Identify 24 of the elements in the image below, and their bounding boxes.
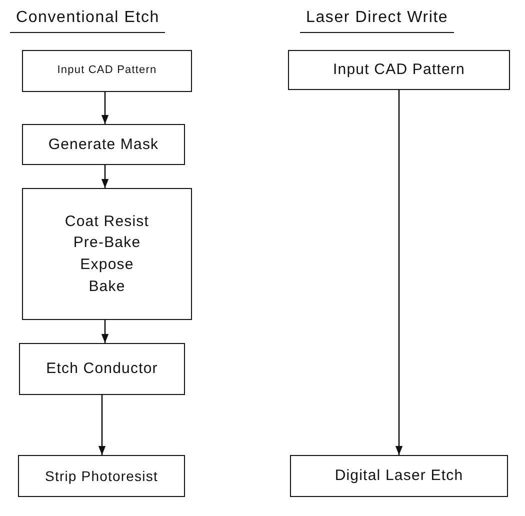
arrow xyxy=(101,320,109,343)
process-box xyxy=(22,124,185,165)
step-text: Input CAD Pattern xyxy=(333,60,465,80)
process-box xyxy=(290,455,508,497)
process-box xyxy=(19,343,185,395)
step-text: Pre-Bake xyxy=(73,233,141,254)
arrow xyxy=(101,92,109,124)
column-heading: Laser Direct Write xyxy=(300,9,454,33)
step-text: Input CAD Pattern xyxy=(57,63,157,78)
process-box xyxy=(22,50,192,92)
arrow xyxy=(395,90,403,455)
process-box xyxy=(22,188,192,320)
step-text: Expose xyxy=(80,255,134,275)
step-text: Strip Photoresist xyxy=(45,466,158,486)
step-text: Etch Conductor xyxy=(46,359,158,380)
column-heading: Conventional Etch xyxy=(10,9,166,33)
process-box xyxy=(18,455,185,497)
step-text: Coat Resist xyxy=(64,212,150,232)
arrow xyxy=(98,395,106,455)
step-text: Generate Mask xyxy=(48,134,159,155)
step-text: Digital Laser Etch xyxy=(334,466,464,486)
arrow xyxy=(101,165,109,188)
step-text: Bake xyxy=(88,276,126,297)
process-box xyxy=(288,50,510,90)
